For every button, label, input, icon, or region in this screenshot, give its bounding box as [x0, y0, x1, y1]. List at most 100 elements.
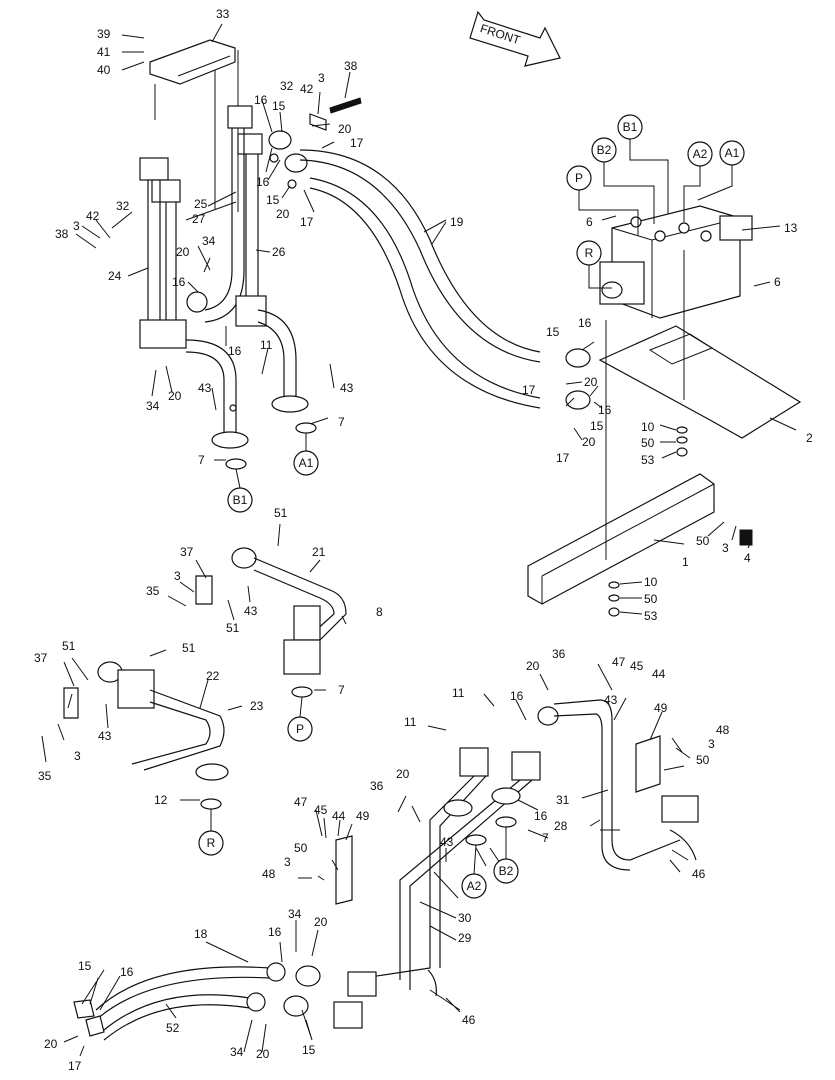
callout-53: 53 [644, 609, 658, 623]
callout-12: 12 [154, 793, 168, 807]
callout-43: 43 [440, 835, 454, 849]
callout-15: 15 [546, 325, 560, 339]
svg-text:P: P [296, 722, 304, 736]
port-P: P [287, 686, 313, 742]
callout-22: 22 [206, 669, 220, 683]
callout-20: 20 [338, 122, 352, 136]
callout-23: 23 [250, 699, 264, 713]
callout-16: 16 [598, 403, 612, 417]
callout-43: 43 [198, 381, 212, 395]
callout-17: 17 [68, 1059, 82, 1073]
svg-text:B2: B2 [597, 143, 612, 157]
callout-53: 53 [641, 453, 655, 467]
port-B1: B1 [225, 458, 253, 513]
callout-3: 3 [174, 569, 181, 583]
svg-text:A1: A1 [725, 146, 740, 160]
callout-50: 50 [641, 436, 655, 450]
callout-43: 43 [98, 729, 112, 743]
callout-36: 36 [552, 647, 566, 661]
callout-39: 39 [97, 27, 111, 41]
callout-10: 10 [644, 575, 658, 589]
port-P-valve: P [566, 165, 639, 236]
callout-50: 50 [644, 592, 658, 606]
control-valve-13 [599, 205, 753, 319]
callout-20: 20 [44, 1037, 58, 1051]
callout-20: 20 [256, 1047, 270, 1061]
callout-47: 47 [612, 655, 626, 669]
port-markers: B1 B2 A2 A1 P R A1 B1 P R A2 B2 [198, 114, 745, 899]
callout-20: 20 [314, 915, 328, 929]
callout-29: 29 [458, 931, 472, 945]
callout-51: 51 [226, 621, 240, 635]
callout-35: 35 [38, 769, 52, 783]
callout-42: 42 [86, 209, 100, 223]
callout-1: 1 [682, 555, 689, 569]
callout-44: 44 [652, 667, 666, 681]
tube-25-26 [186, 105, 267, 327]
port-R-valve: R [576, 240, 612, 289]
callout-16: 16 [578, 316, 592, 330]
channel-1 [527, 320, 715, 605]
callout-50: 50 [294, 841, 308, 855]
svg-text:A1: A1 [299, 456, 314, 470]
tube-24 [139, 157, 187, 349]
callout-20: 20 [582, 435, 596, 449]
callout-49: 49 [654, 701, 668, 715]
callout-32: 32 [280, 79, 294, 93]
callout-20: 20 [526, 659, 540, 673]
callout-11: 11 [452, 686, 465, 700]
hoses-18-52 [73, 962, 321, 1041]
port-B1-valve: B1 [617, 114, 669, 214]
callout-16: 16 [172, 275, 186, 289]
callout-48: 48 [716, 723, 730, 737]
callout-44: 44 [332, 809, 346, 823]
callout-11: 11 [404, 715, 417, 729]
port-A1-valve: A1 [697, 140, 745, 201]
callout-10: 10 [641, 420, 655, 434]
callout-43: 43 [244, 604, 258, 618]
callout-6: 6 [774, 275, 781, 289]
manifold-22 [63, 661, 229, 781]
callout-3: 3 [74, 749, 81, 763]
port-R: R [198, 798, 224, 856]
callout-47: 47 [294, 795, 308, 809]
callout-11: 11 [260, 338, 273, 352]
callout-38: 38 [55, 227, 69, 241]
callout-15: 15 [78, 959, 92, 973]
callout-33: 33 [216, 7, 230, 21]
callout-31: 31 [556, 793, 570, 807]
leader-lines [41, 23, 797, 1057]
hardware-top-right [608, 426, 753, 617]
callout-50: 50 [696, 534, 710, 548]
callout-30: 30 [458, 911, 472, 925]
callout-37: 37 [180, 545, 194, 559]
port-A2-valve: A2 [683, 141, 713, 222]
callout-46: 46 [462, 1013, 476, 1027]
svg-text:B2: B2 [499, 864, 514, 878]
callout-16: 16 [228, 344, 242, 358]
callout-37: 37 [34, 651, 48, 665]
callout-51: 51 [182, 641, 196, 655]
callout-18: 18 [194, 927, 208, 941]
callout-15: 15 [266, 193, 280, 207]
callout-35: 35 [146, 584, 160, 598]
callout-7: 7 [338, 415, 345, 429]
svg-text:A2: A2 [693, 147, 708, 161]
port-B2-valve: B2 [591, 137, 655, 224]
callout-16: 16 [268, 925, 282, 939]
callout-20: 20 [276, 207, 290, 221]
callout-28: 28 [554, 819, 568, 833]
callout-20: 20 [168, 389, 182, 403]
svg-text:B1: B1 [623, 120, 638, 134]
hoses-19 [299, 149, 591, 410]
callout-34: 34 [146, 399, 160, 413]
callout-24: 24 [108, 269, 122, 283]
svg-text:R: R [585, 246, 594, 260]
callout-34: 34 [288, 907, 302, 921]
callout-15: 15 [302, 1043, 316, 1057]
callout-17: 17 [300, 215, 314, 229]
callout-4: 4 [744, 551, 751, 565]
callout-16: 16 [510, 689, 524, 703]
callout-3: 3 [284, 855, 291, 869]
callout-3: 3 [73, 219, 80, 233]
